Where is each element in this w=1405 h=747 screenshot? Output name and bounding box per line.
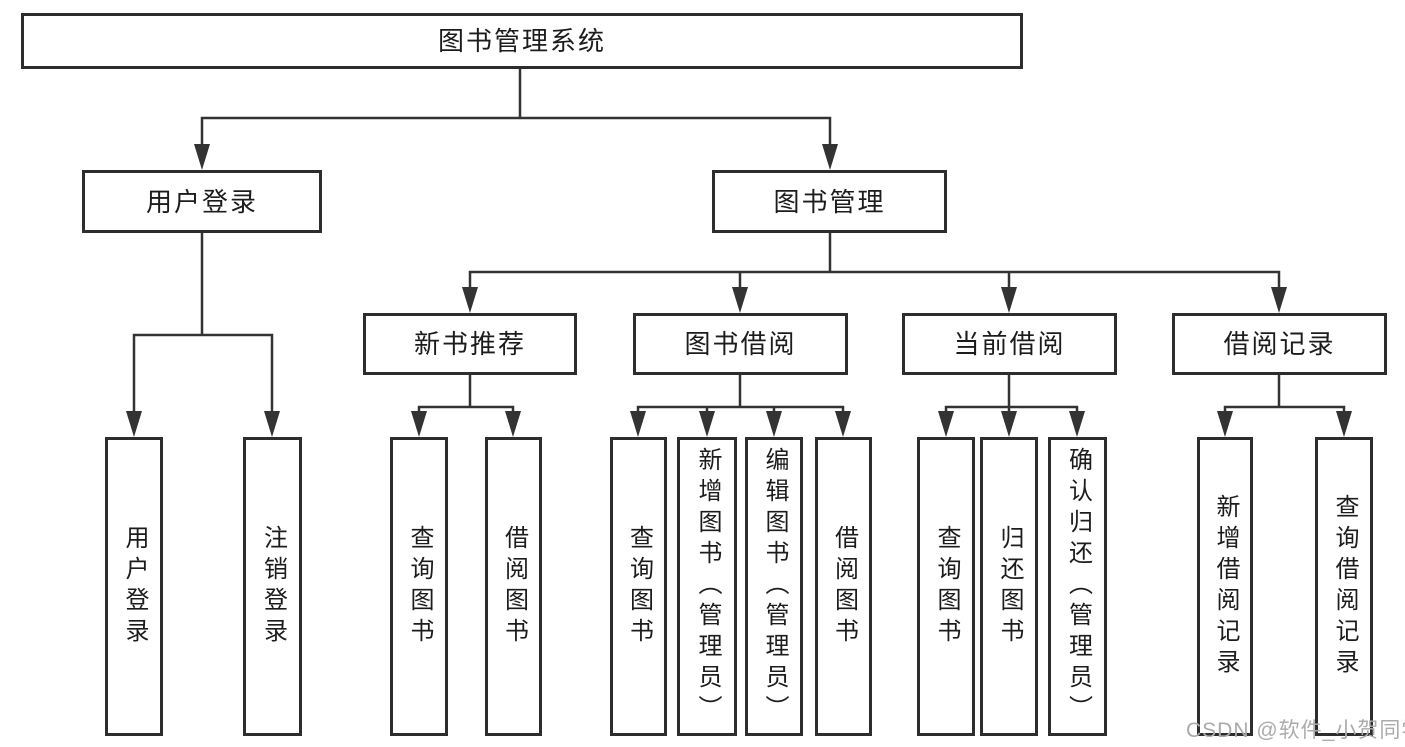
node-label: 图书借阅 [684,329,797,359]
leaf-borrow-book: 借阅图书 [815,437,872,736]
node-label: 查询图书 [406,524,433,649]
node-label: 编辑图书（管理员） [761,447,788,726]
node-label: 图书管理 [773,186,886,217]
leaf-add-borrow-record: 新增借阅记录 [1197,437,1253,736]
arrowhead-icon [1001,287,1017,313]
arrowhead-icon [1217,411,1233,437]
leaf-confirm-return-admin: 确认归还（管理员） [1048,437,1107,736]
connector-record-bar [1223,405,1346,413]
arrowhead-icon [1001,411,1017,437]
arrowhead-icon [766,411,782,437]
node-label: 用户登录 [145,186,258,217]
connector-level3-bar [468,270,1281,289]
node-label: 借阅记录 [1223,329,1336,359]
node-label: 用户登录 [121,524,148,649]
leaf-query-book-borrow: 查询图书 [610,437,667,736]
arrowhead-icon [264,411,280,437]
connector-borrow-bar [636,405,845,413]
node-label: 新增借阅记录 [1212,493,1239,680]
node-book-borrow: 图书借阅 [633,313,848,375]
leaf-add-book-admin: 新增图书（管理员） [677,437,737,736]
arrowhead-icon [462,287,478,313]
node-user-login: 用户登录 [82,170,322,233]
node-label: 确认归还（管理员） [1064,447,1092,726]
connector-level2-bar [200,116,832,146]
node-label: 查询图书 [933,524,960,649]
node-borrow-record: 借阅记录 [1172,313,1387,375]
arrowhead-icon [194,144,210,170]
arrowhead-icon [699,411,715,437]
node-root-system: 图书管理系统 [21,13,1023,69]
node-label: 新增图书（管理员） [694,447,721,726]
leaf-user-login: 用户登录 [105,437,163,736]
leaf-query-book-current: 查询图书 [917,437,975,736]
arrowhead-icon [822,144,838,170]
connector-newbook-bar [417,405,515,413]
leaf-query-book-recommend: 查询图书 [390,437,448,736]
arrowhead-icon [1271,287,1287,313]
arrowhead-icon [411,411,427,437]
leaf-logout: 注销登录 [243,437,302,736]
connector-current-bar [944,405,1079,413]
arrowhead-icon [938,411,954,437]
node-book-management: 图书管理 [712,170,947,233]
leaf-borrow-book-recommend: 借阅图书 [485,437,542,736]
arrowhead-icon [505,411,521,437]
leaf-query-borrow-record: 查询借阅记录 [1315,437,1373,736]
node-label: 当前借阅 [953,329,1066,359]
arrowhead-icon [630,411,646,437]
connector-user-login-bar [132,333,274,413]
node-label: 图书管理系统 [437,26,606,56]
node-label: 借阅图书 [830,524,858,649]
node-new-book-recommend: 新书推荐 [363,313,577,375]
arrowhead-icon [1336,411,1352,437]
arrowhead-icon [835,411,851,437]
node-current-borrow: 当前借阅 [902,313,1117,375]
arrowhead-icon [732,287,748,313]
watermark-text: CSDN @软件_小贺同学 [1186,719,1405,742]
node-label: 注销登录 [259,524,287,649]
node-label: 新书推荐 [413,329,526,359]
node-label: 归还图书 [996,524,1023,649]
leaf-return-book: 归还图书 [980,437,1038,736]
arrowhead-icon [1069,411,1085,437]
leaf-edit-book-admin: 编辑图书（管理员） [745,437,803,736]
node-label: 查询借阅记录 [1331,493,1358,680]
node-label: 借阅图书 [500,524,528,649]
arrowhead-icon [126,411,142,437]
node-label: 查询图书 [625,524,653,649]
